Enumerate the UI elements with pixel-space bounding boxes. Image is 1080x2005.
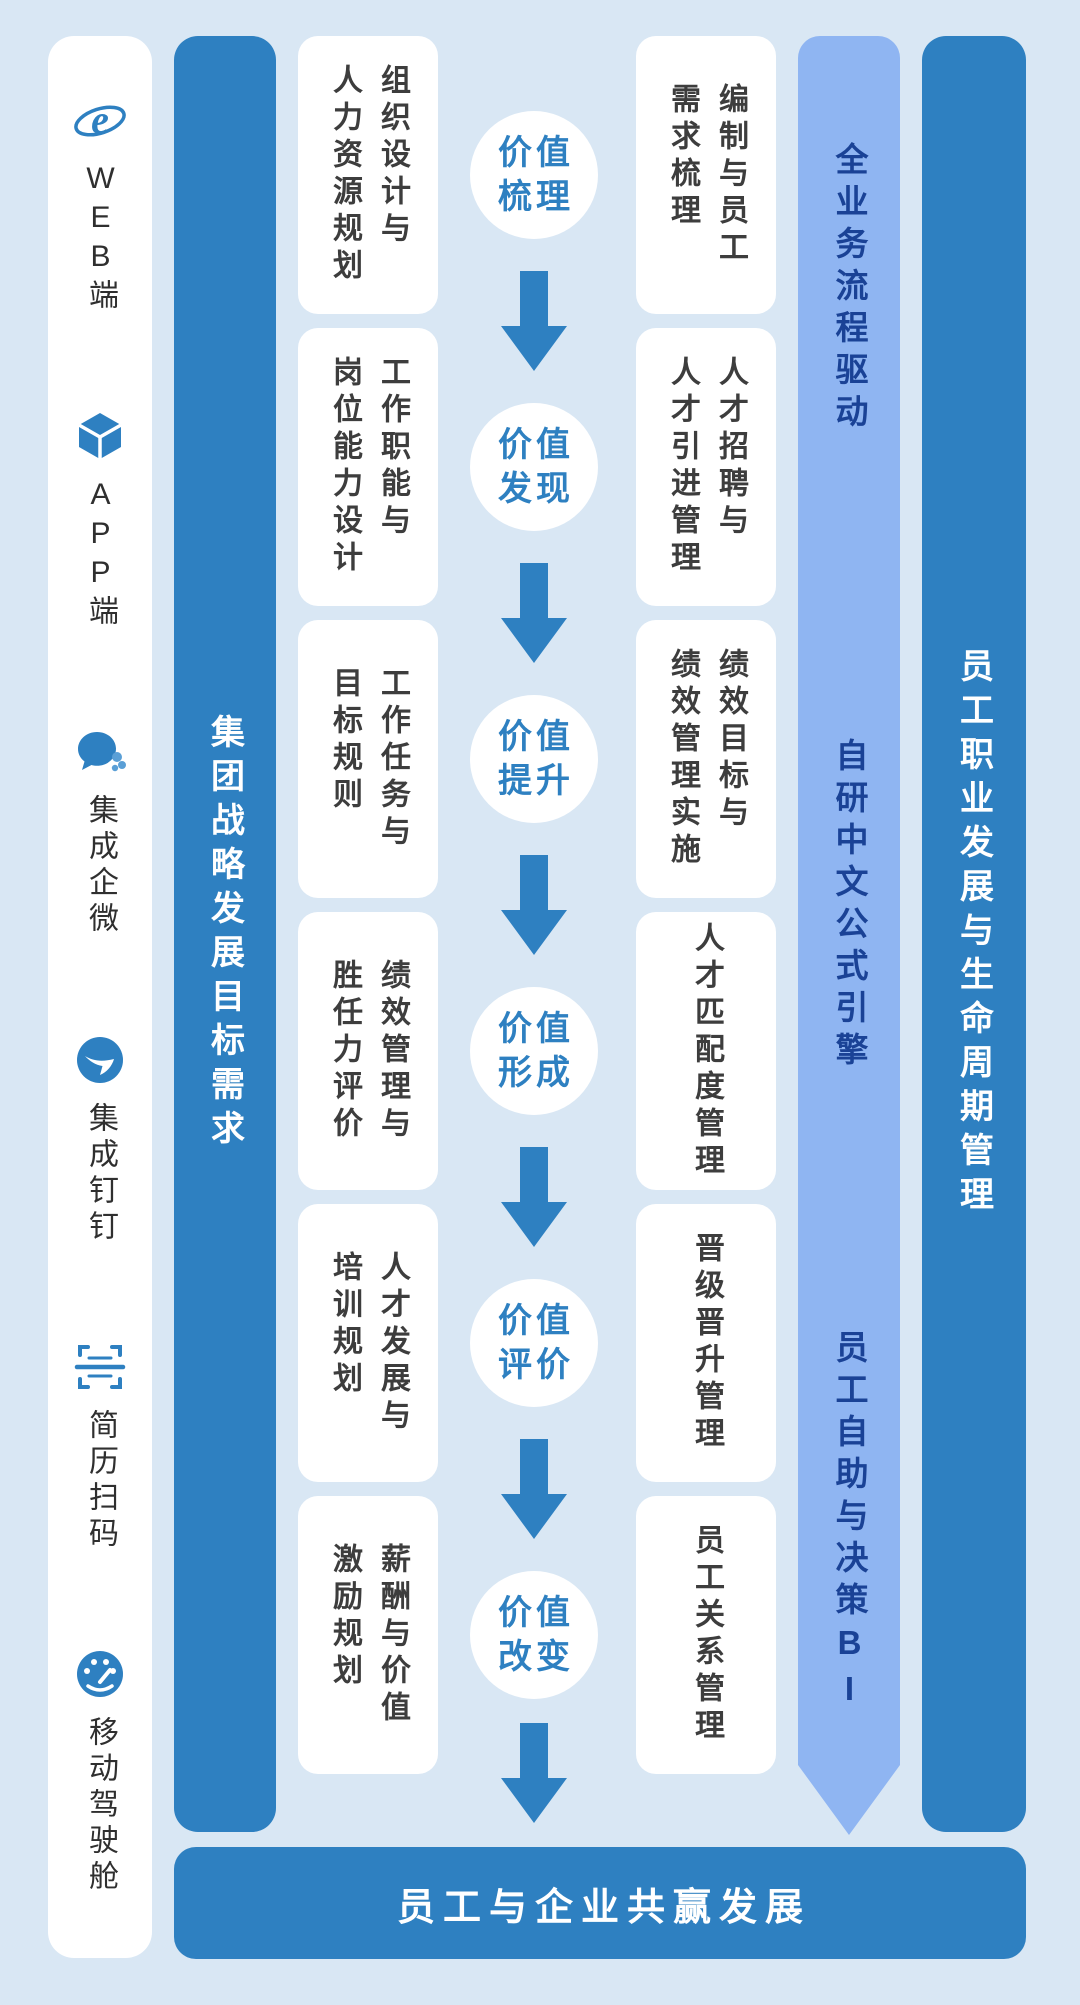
channel-label-web: WEB端	[84, 162, 117, 315]
hr-design-card-job-capability: 工作职能与岗位能力设计	[298, 328, 438, 606]
card-line: 薪酬与价值	[376, 1542, 409, 1728]
hr-design-card-compensation-incentive: 薪酬与价值激励规划	[298, 1496, 438, 1774]
access-channels-panel: e WEB端 APP端 集成企微	[48, 36, 152, 1958]
engine-label-formula-engine: 自研中文公式引擎	[831, 738, 868, 1074]
card-line: 绩效管理与	[376, 958, 409, 1144]
execution-card-employee-relations: 员工关系管理	[636, 1496, 776, 1774]
card-line: 工作任务与	[376, 666, 409, 852]
card-line: 激励规划	[328, 1542, 361, 1691]
value-step-line: 价值	[498, 1593, 574, 1632]
card-line: 需求梳理	[666, 82, 699, 231]
card-line: 人力资源规划	[328, 64, 361, 286]
channel-web: e WEB端	[72, 92, 128, 315]
card-line: 培训规划	[328, 1250, 361, 1399]
card-line: 胜任力评价	[328, 958, 361, 1144]
card-line: 人才招聘与	[714, 356, 747, 541]
card-line: 绩效目标与	[714, 648, 747, 833]
channel-resume-scan: 简历扫码	[72, 1339, 128, 1553]
value-step-circle-sorting: 价值 梳理	[470, 111, 598, 239]
value-step-line: 提升	[498, 762, 574, 800]
value-step-line: 评价	[498, 1346, 574, 1384]
engine-label-process-driven: 全业务流程驱动	[831, 142, 868, 436]
value-step-circle-evaluation: 价值 评价	[470, 1279, 598, 1407]
execution-card-headcount-needs: 编制与员工需求梳理	[636, 36, 776, 314]
mobile-cockpit-icon	[77, 1650, 123, 1697]
down-arrow	[501, 1147, 567, 1247]
value-step-line: 形成	[498, 1054, 574, 1092]
wecom-icon	[78, 732, 126, 772]
employee-lifecycle-bar: 员工职业发展与生命周期管理	[922, 36, 1026, 1832]
channel-mobile-cockpit: 移动驾驶舱	[72, 1646, 128, 1896]
down-arrow	[501, 563, 567, 663]
card-line: 绩效管理实施	[666, 648, 699, 870]
down-arrow	[501, 1723, 567, 1823]
value-step-circle-improvement: 价值 提升	[470, 695, 598, 823]
hr-design-card-org-planning: 组织设计与人力资源规划	[298, 36, 438, 314]
employee-lifecycle-label: 员工职业发展与生命周期管理	[954, 648, 993, 1220]
win-win-result-label: 员工与企业共赢发展	[396, 1886, 811, 1929]
channel-dingtalk: 集成钉钉	[72, 1032, 128, 1246]
value-step-line: 发现	[498, 470, 574, 508]
value-step-line: 价值	[498, 1301, 574, 1340]
resume-scan-icon	[74, 1344, 126, 1389]
channel-label-mobile-cockpit: 移动驾驶舱	[84, 1715, 117, 1896]
value-step-circle-change: 价值 改变	[470, 1571, 598, 1699]
strategy-goal-label: 集团战略发展目标需求	[205, 714, 244, 1154]
win-win-result-bar: 员工与企业共赢发展	[174, 1847, 1026, 1959]
value-step-line: 改变	[498, 1638, 574, 1676]
value-step-circle-formation: 价值 形成	[470, 987, 598, 1115]
dingtalk-icon	[77, 1036, 123, 1083]
execution-card-promotion: 晋级晋升管理	[636, 1204, 776, 1482]
card-line: 员工关系管理	[690, 1524, 723, 1746]
value-step-circle-discovery: 价值 发现	[470, 403, 598, 531]
ie-browser-icon: e	[74, 97, 126, 142]
card-line: 工作职能与	[376, 356, 409, 541]
channel-label-app: APP端	[84, 478, 117, 632]
platform-engine-bar: 全业务流程驱动 自研中文公式引擎 员工自助与决策BI	[798, 36, 900, 1835]
channel-label-resume-scan: 简历扫码	[84, 1408, 117, 1553]
card-line: 人才引进管理	[666, 356, 699, 578]
channel-label-dingtalk: 集成钉钉	[84, 1101, 117, 1246]
hr-design-card-talent-training: 人才发展与培训规划	[298, 1204, 438, 1482]
down-arrow	[501, 271, 567, 371]
engine-label-self-service-bi: 员工自助与决策BI	[831, 1330, 868, 1716]
value-step-line: 价值	[498, 1009, 574, 1048]
card-line: 组织设计与	[376, 64, 409, 249]
channel-app: APP端	[72, 408, 128, 631]
value-step-line: 梳理	[498, 178, 574, 216]
value-step-line: 价值	[498, 133, 574, 172]
channel-wecom: 集成企微	[72, 724, 128, 938]
hr-design-card-task-rules: 工作任务与目标规则	[298, 620, 438, 898]
card-line: 人才匹配度管理	[690, 921, 723, 1181]
card-line: 目标规则	[328, 666, 361, 815]
execution-card-recruitment: 人才招聘与人才引进管理	[636, 328, 776, 606]
value-step-line: 价值	[498, 425, 574, 464]
card-line: 晋级晋升管理	[690, 1232, 723, 1454]
execution-card-performance-implementation: 绩效目标与绩效管理实施	[636, 620, 776, 898]
execution-card-talent-matching: 人才匹配度管理	[636, 912, 776, 1190]
strategy-goal-bar: 集团战略发展目标需求	[174, 36, 276, 1832]
card-line: 人才发展与	[376, 1250, 409, 1436]
value-step-line: 价值	[498, 717, 574, 756]
down-arrow	[501, 855, 567, 955]
app-cube-icon	[78, 413, 122, 460]
card-line: 岗位能力设计	[328, 356, 361, 578]
card-line: 编制与员工	[714, 82, 747, 268]
down-arrow	[501, 1439, 567, 1539]
channel-label-wecom: 集成企微	[84, 794, 117, 939]
hr-design-card-performance-competency: 绩效管理与胜任力评价	[298, 912, 438, 1190]
